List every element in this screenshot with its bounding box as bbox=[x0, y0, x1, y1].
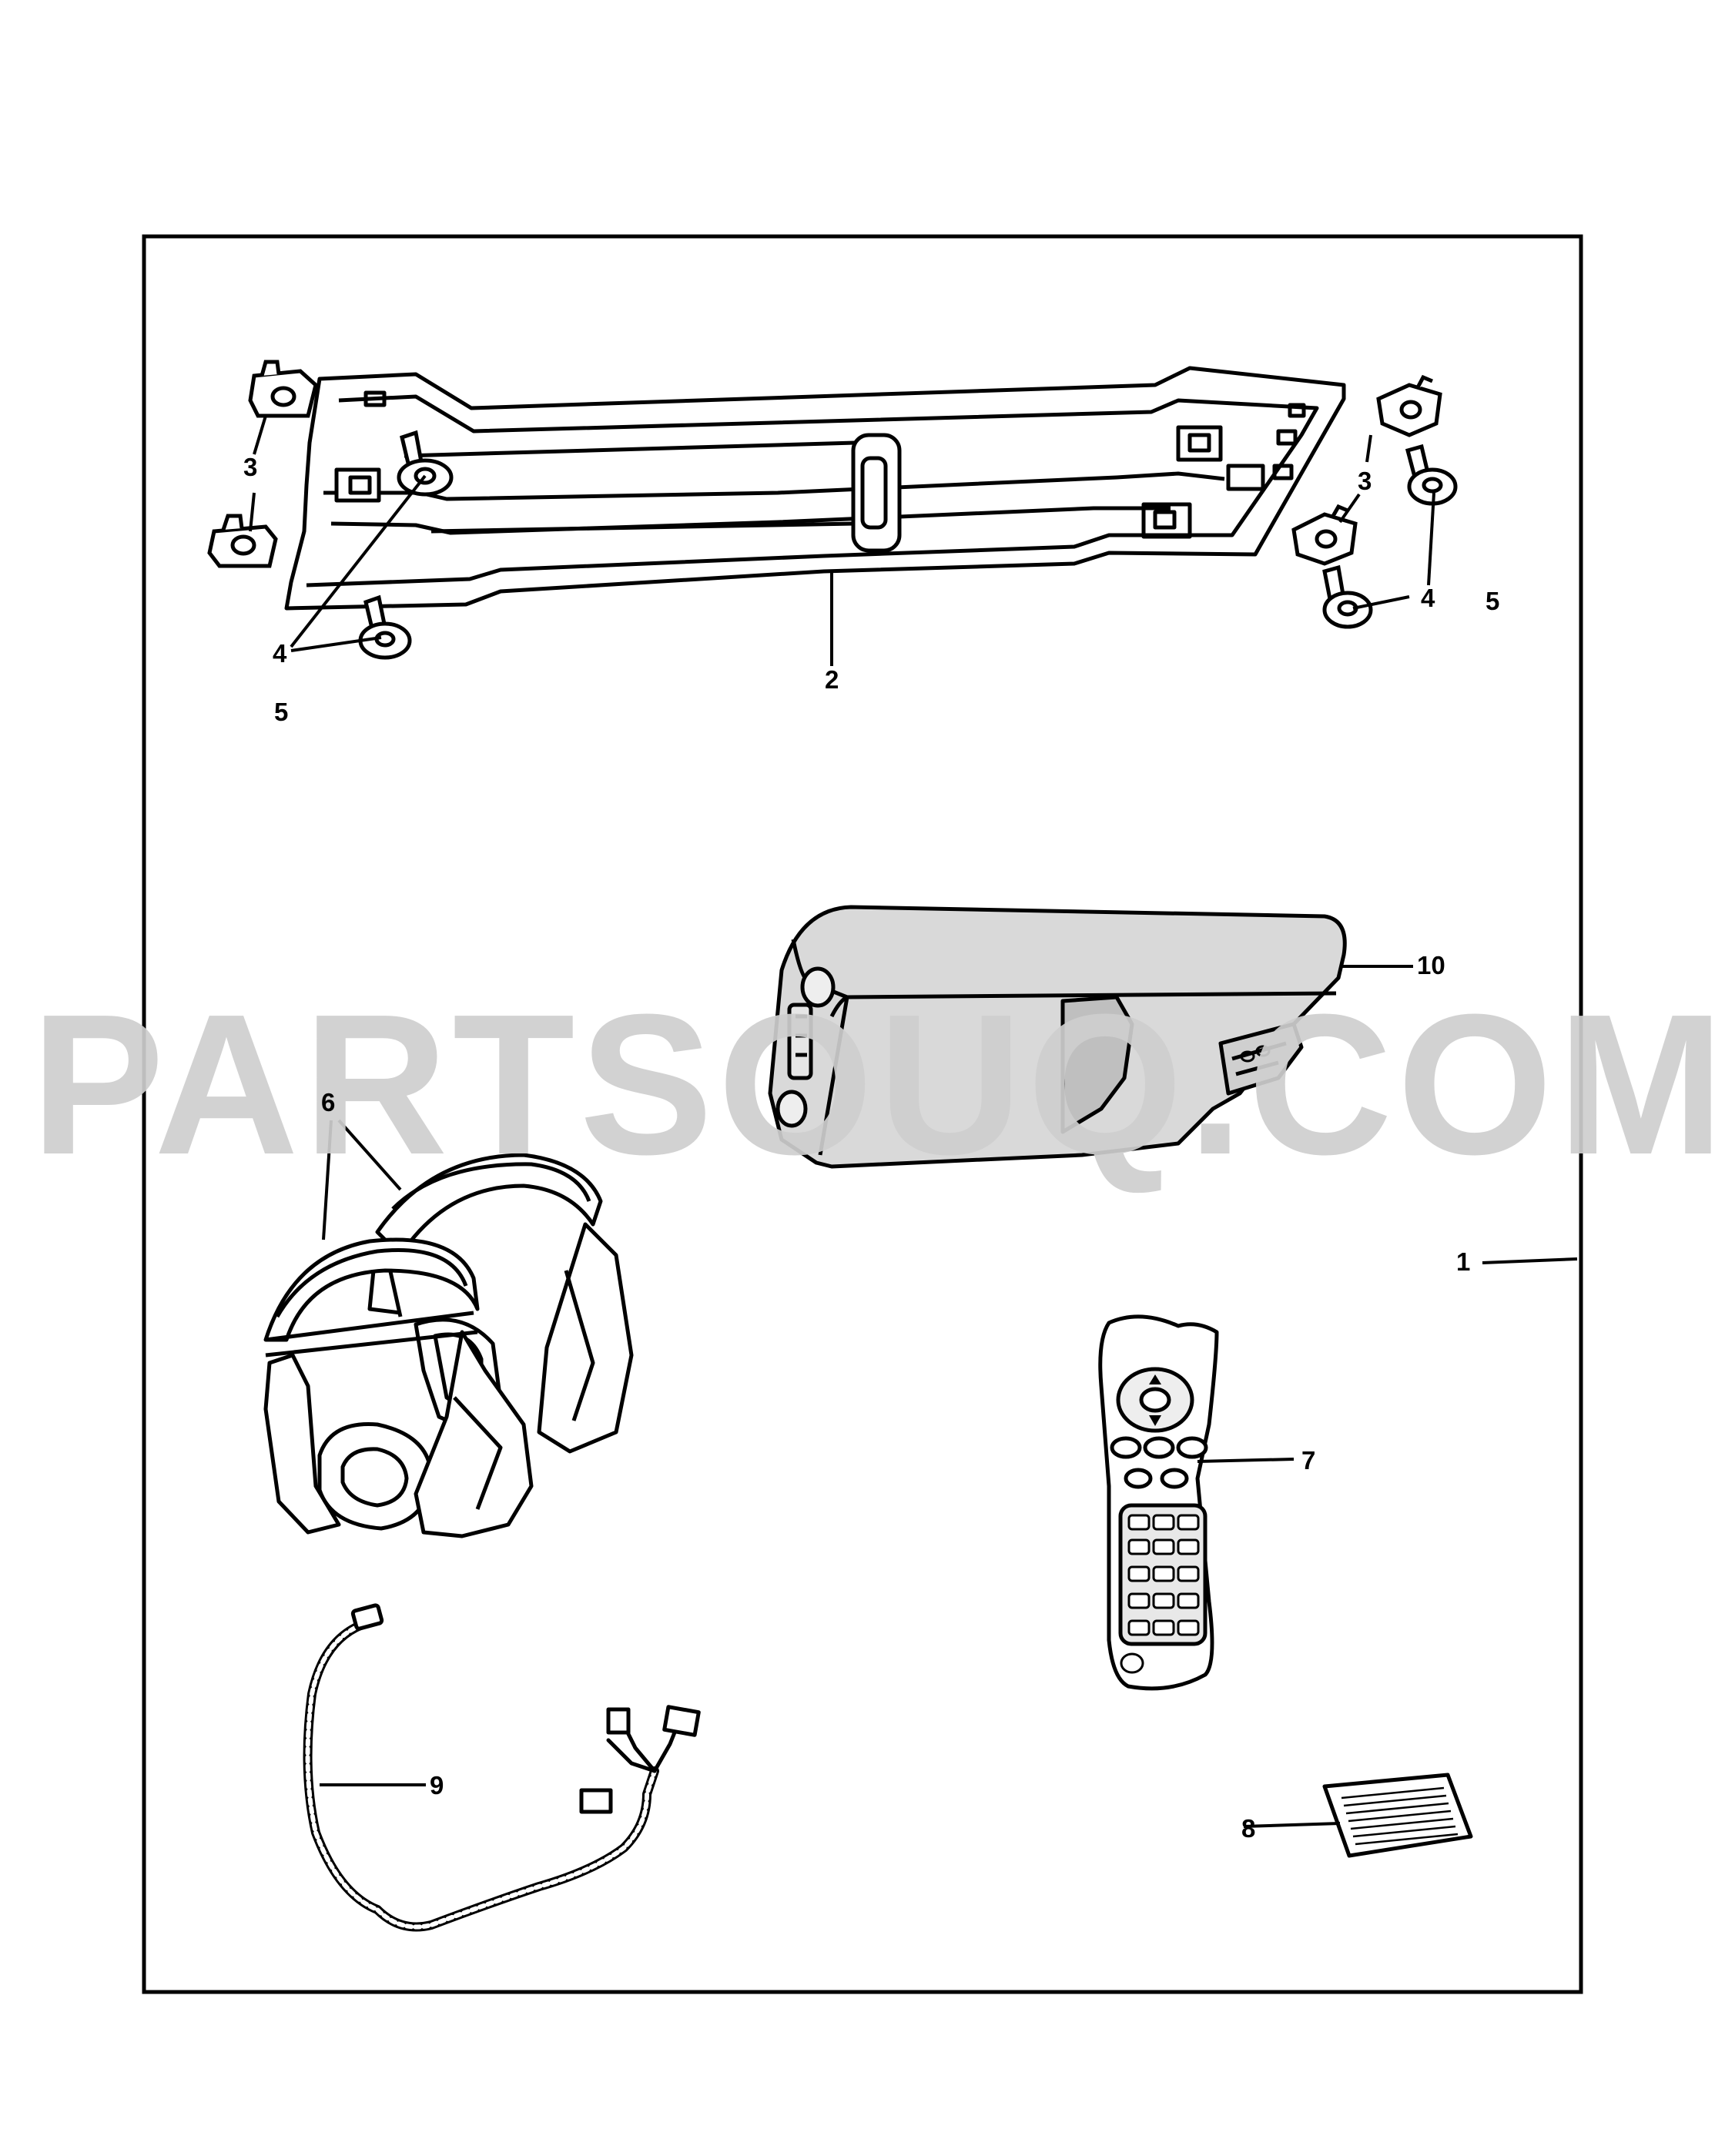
clip-left-bottom bbox=[207, 514, 278, 568]
wireless-headphones bbox=[263, 1153, 634, 1538]
callout-10: 10 bbox=[1417, 951, 1445, 979]
clip-right-top bbox=[1376, 374, 1442, 437]
screw-right-upper bbox=[1405, 444, 1458, 506]
callout-4-right: 4 bbox=[1421, 584, 1435, 612]
watermark: PARTSOUQ.COM bbox=[31, 973, 1725, 1197]
overhead-display-unit bbox=[768, 905, 1347, 1169]
callout-9: 9 bbox=[430, 1771, 444, 1799]
callout-3-right: 3 bbox=[1358, 467, 1372, 495]
remote-control bbox=[1098, 1314, 1219, 1691]
screw-right-lower bbox=[1322, 564, 1373, 629]
callout-3-left: 3 bbox=[243, 453, 258, 481]
callout-5-left: 5 bbox=[274, 698, 289, 726]
callout-7: 7 bbox=[1301, 1446, 1316, 1475]
screw-left-lower bbox=[358, 594, 412, 660]
clip-left-top bbox=[248, 360, 318, 418]
callout-5-right: 5 bbox=[1486, 587, 1500, 615]
callout-6: 6 bbox=[321, 1088, 336, 1116]
diagram-frame bbox=[142, 234, 1583, 1994]
callout-8: 8 bbox=[1241, 1814, 1256, 1843]
leader-lines bbox=[249, 415, 1578, 1828]
callout-1: 1 bbox=[1456, 1247, 1471, 1276]
wiring-harness bbox=[303, 1603, 701, 1932]
instruction-card bbox=[1322, 1773, 1473, 1858]
clip-right-bottom bbox=[1291, 504, 1358, 566]
callout-2: 2 bbox=[825, 665, 839, 694]
callout-4-left: 4 bbox=[273, 639, 287, 668]
